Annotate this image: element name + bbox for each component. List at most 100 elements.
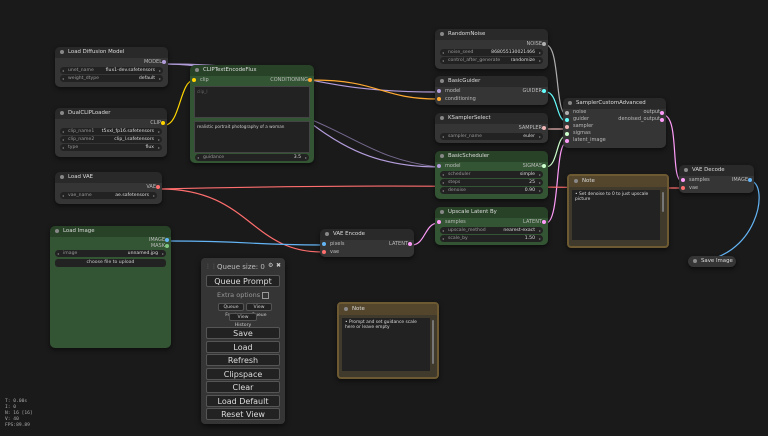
gear-icon[interactable]: ⚙ — [268, 262, 274, 269]
stat-i: I: 0 — [5, 405, 17, 410]
view-queue-button[interactable]: View Queue — [246, 303, 272, 318]
widget-label: control_after_generate — [448, 58, 501, 63]
t5xxl-textarea[interactable]: realistic portrait photography of a woma… — [194, 121, 310, 153]
node-note-denoise[interactable]: Note • Set denoise to 0 to just upscale … — [567, 174, 669, 248]
wire-vae-encode — [159, 188, 323, 253]
node-note-prompt[interactable]: Note • Prompt and set guidance scale her… — [337, 302, 439, 379]
note-scrollbar[interactable] — [662, 192, 664, 212]
input-socket-conditioning[interactable] — [437, 97, 441, 101]
extra-options-toggle[interactable]: Extra options — [217, 291, 270, 299]
note-scrollbar[interactable] — [432, 320, 434, 364]
save-button[interactable]: Save — [206, 327, 280, 339]
load-default-button[interactable]: Load Default — [206, 395, 280, 407]
input-socket-samples[interactable] — [681, 178, 685, 182]
output-socket[interactable] — [542, 89, 546, 93]
view-history-button[interactable]: View History — [229, 313, 257, 328]
close-icon[interactable]: ✖ — [276, 262, 282, 269]
input-socket-pixels[interactable] — [322, 242, 326, 246]
extra-options-checkbox[interactable] — [262, 291, 270, 299]
node-random-noise[interactable]: RandomNoise NOISE noise_seed868055130021… — [435, 29, 548, 69]
input-socket-clip[interactable] — [192, 78, 196, 82]
queue-prompt-button[interactable]: Queue Prompt — [206, 275, 280, 287]
node-save-image[interactable]: Save Image — [688, 256, 736, 267]
reset-view-button[interactable]: Reset View — [206, 408, 280, 420]
output-socket[interactable] — [542, 42, 546, 46]
output-socket[interactable] — [542, 220, 546, 224]
widget-label: steps — [448, 180, 461, 185]
drag-handle-icon[interactable]: ⋮⋮ — [205, 263, 217, 270]
node-title: Load Image — [50, 226, 171, 237]
clear-button[interactable]: Clear — [206, 381, 280, 393]
wire-model-clip — [311, 119, 439, 168]
output-socket[interactable] — [542, 164, 546, 168]
input-label-model: model — [445, 163, 461, 169]
input-socket-model[interactable] — [437, 89, 441, 93]
clipspace-button[interactable]: Clipspace — [206, 368, 280, 380]
widget-value: unnamed.jpg — [127, 251, 158, 256]
widget-label: sampler_name — [448, 134, 482, 139]
input-socket-model[interactable] — [437, 164, 441, 168]
clip-l-textarea[interactable]: clip_l — [194, 86, 310, 118]
note-textarea[interactable]: • Set denoise to 0 to just upscale pictu… — [572, 190, 660, 240]
output-socket[interactable] — [542, 126, 546, 130]
queue-panel[interactable]: ⋮⋮ Queue size: 0 ⚙ ✖ Queue Prompt Extra … — [201, 258, 285, 424]
node-title: RandomNoise — [435, 29, 548, 40]
output-socket[interactable] — [162, 60, 166, 64]
output-socket[interactable] — [660, 117, 664, 122]
note-textarea[interactable]: • Prompt and set guidance scale here or … — [342, 318, 430, 371]
input-socket-vae[interactable] — [681, 186, 685, 190]
widget-value: euler — [523, 134, 535, 139]
output-socket[interactable] — [156, 185, 160, 189]
node-dual-clip-loader[interactable]: DualCLIPLoader CLIP clip_name1t5xxl_fp16… — [55, 108, 167, 157]
output-socket[interactable] — [748, 178, 752, 182]
output-socket-mask[interactable] — [165, 244, 169, 248]
load-button[interactable]: Load — [206, 341, 280, 353]
input-socket-sampler[interactable] — [565, 124, 569, 129]
input-socket-samples[interactable] — [437, 220, 441, 224]
input-socket-guider[interactable] — [565, 117, 569, 122]
sampler-name-widget[interactable]: sampler_name euler — [440, 133, 543, 140]
queue-front-button[interactable]: Queue Front — [218, 303, 244, 318]
node-title: Load VAE — [55, 172, 162, 183]
upload-button[interactable]: choose file to upload — [55, 259, 166, 267]
scale-by-widget[interactable]: scale_by1.50 — [440, 235, 543, 242]
output-socket-image[interactable] — [165, 238, 169, 242]
output-socket[interactable] — [308, 78, 312, 82]
node-load-diffusion-model[interactable]: Load Diffusion Model MODEL unet_nameflux… — [55, 47, 168, 87]
input-socket-noise[interactable] — [565, 110, 569, 115]
output-socket[interactable] — [660, 110, 664, 115]
widget-value: 1.50 — [524, 236, 535, 241]
refresh-button[interactable]: Refresh — [206, 354, 280, 366]
input-socket-latent[interactable] — [565, 138, 569, 143]
widget-label: clip_name1 — [68, 129, 95, 134]
input-socket-vae[interactable] — [322, 250, 326, 254]
output-socket[interactable] — [408, 242, 412, 246]
output-label-model: MODEL — [143, 59, 162, 65]
output-socket[interactable] — [161, 121, 165, 125]
input-socket-sigmas[interactable] — [565, 131, 569, 136]
